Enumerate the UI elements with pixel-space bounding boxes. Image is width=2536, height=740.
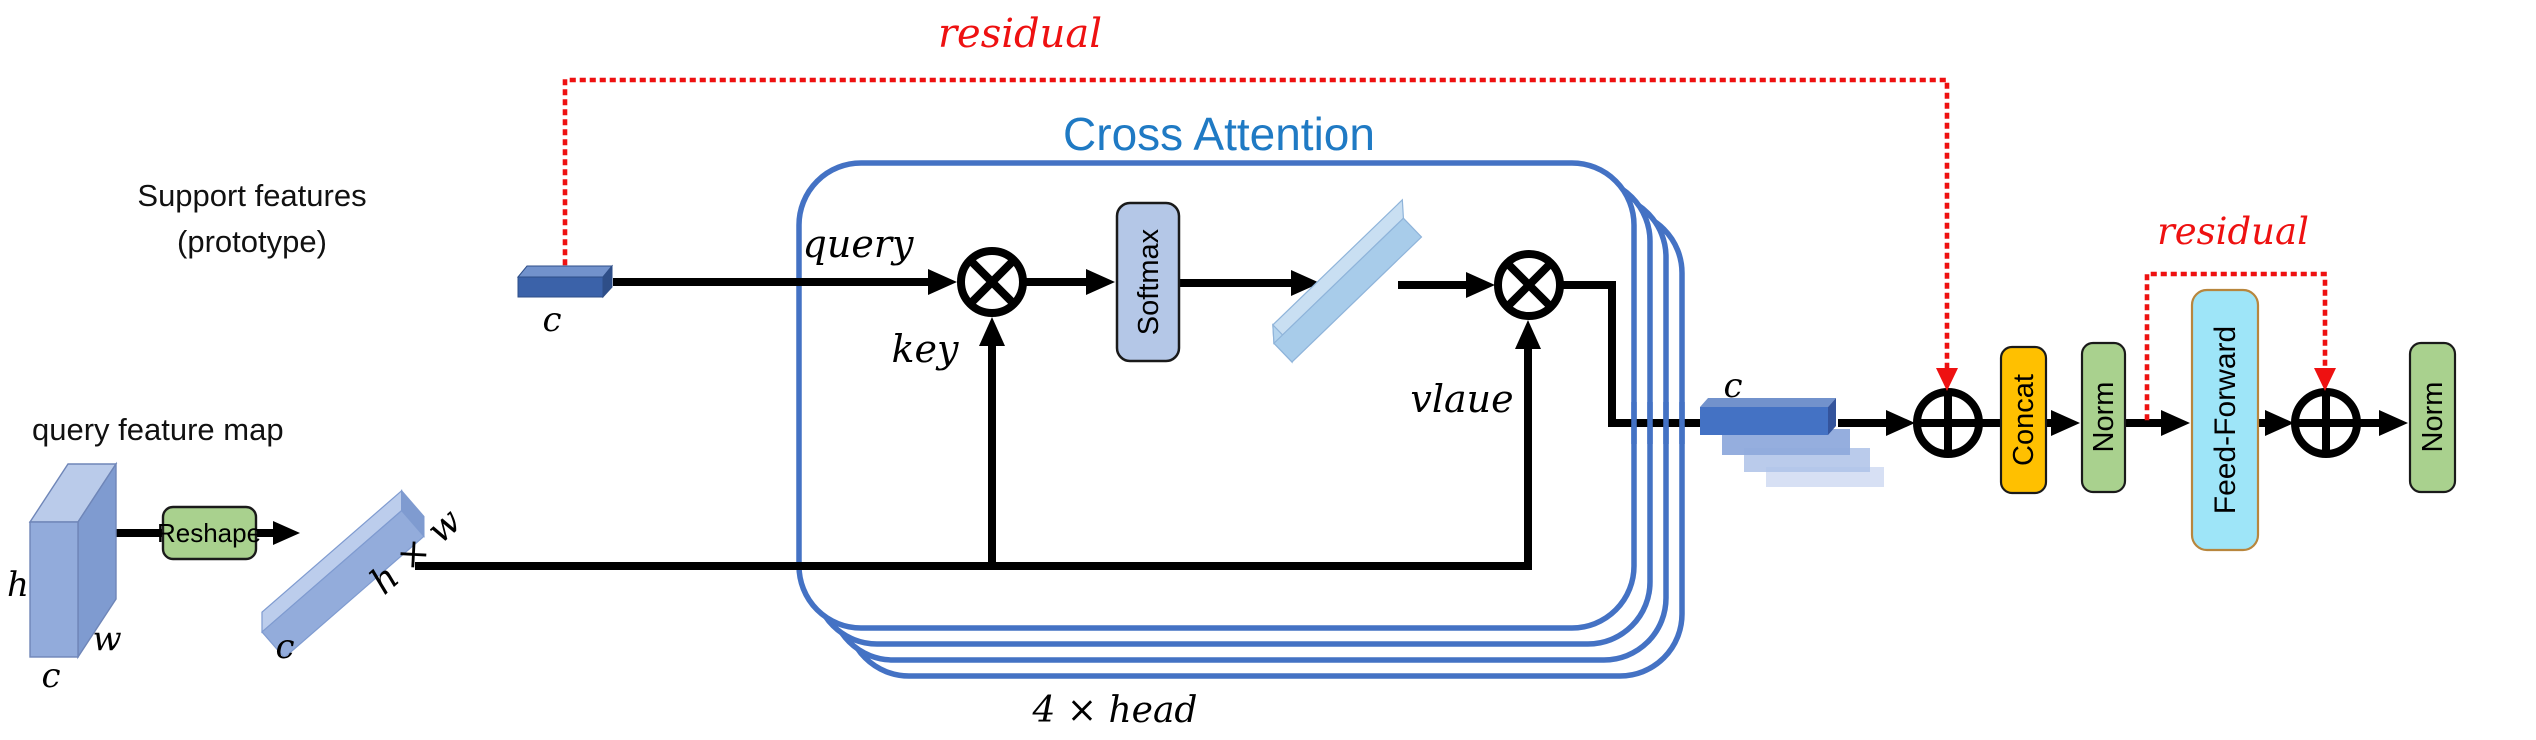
concat-box: Concat <box>1999 345 2048 495</box>
cross-attention-title: Cross Attention <box>1063 108 1375 160</box>
support-features-label-line1: Support features <box>137 178 366 213</box>
mul2-out-line <box>1560 281 1704 427</box>
feature-line <box>415 348 1532 570</box>
add2-norm2-arrowhead <box>2379 410 2408 436</box>
norm2-label: Norm <box>2417 382 2449 453</box>
flow-lines <box>116 278 2383 570</box>
residual-arrowheads <box>1936 368 2336 391</box>
norm2-box: Norm <box>2408 341 2457 494</box>
key-label: key <box>892 327 960 371</box>
softmax-label: Softmax <box>1133 228 1165 335</box>
support-prototype-bar <box>516 264 614 299</box>
head-box-edge-overlays <box>1631 402 1685 444</box>
reshape-out-arrowhead <box>273 521 300 545</box>
multiply-operator-1 <box>957 247 1027 317</box>
value-arrowhead <box>1515 320 1541 349</box>
add-operator-1 <box>1913 388 1983 458</box>
attention-weights-bar <box>1272 198 1423 364</box>
mul1-softmax-arrowhead <box>1086 269 1115 295</box>
qfm-c-label: c <box>41 656 60 696</box>
value-label: vlaue <box>1410 377 1513 421</box>
arrowheads <box>273 269 2408 545</box>
reshaped-c-label: c <box>275 627 294 667</box>
bars-add1-arrowhead <box>1886 410 1915 436</box>
cross-attention-head-stack <box>796 160 1685 679</box>
qfm-h-label: h <box>7 565 29 605</box>
norm1-label: Norm <box>2088 382 2120 453</box>
query-arrowhead <box>928 269 957 295</box>
multiply-operator-2 <box>1494 250 1564 320</box>
reshape-label: Reshape <box>157 518 261 548</box>
residual-path-1 <box>562 77 1950 381</box>
norm1-box: Norm <box>2080 341 2127 494</box>
concat-norm-arrowhead <box>2051 410 2080 436</box>
norm-ff-arrowhead <box>2161 410 2190 436</box>
qfm-w-label: w <box>92 619 121 659</box>
feed-forward-label: Feed-Forward <box>2209 326 2242 514</box>
concat-label: Concat <box>2008 374 2040 466</box>
ff-add2-arrowhead <box>2265 410 2294 436</box>
query-feature-map-cuboid <box>28 461 118 660</box>
support-features-label-line2: (prototype) <box>177 224 327 259</box>
key-arrowhead <box>979 317 1005 346</box>
feed-forward-box: Feed-Forward <box>2190 288 2260 552</box>
softmax-weights-arrowhead <box>1291 270 1320 296</box>
weights-mul2-arrowhead <box>1466 272 1495 298</box>
residual-paths <box>562 77 2328 421</box>
residual-path-2 <box>2144 271 2328 421</box>
attention-output-bars <box>1700 398 1884 487</box>
reshape-box: Reshape <box>157 505 261 561</box>
reshaped-feature-bar <box>261 489 425 659</box>
support-c-label: c <box>542 300 561 340</box>
heads-count-label: 4 × head <box>1032 690 1198 731</box>
query-feature-map-label: query feature map <box>32 412 284 447</box>
residual-label-ff: residual <box>2157 210 2309 253</box>
add-operator-2 <box>2291 388 2361 458</box>
query-label: query <box>803 222 914 266</box>
attention-out-c-label: c <box>1723 366 1742 406</box>
softmax-box: Softmax <box>1115 201 1181 363</box>
residual-label-top: residual <box>938 11 1102 57</box>
